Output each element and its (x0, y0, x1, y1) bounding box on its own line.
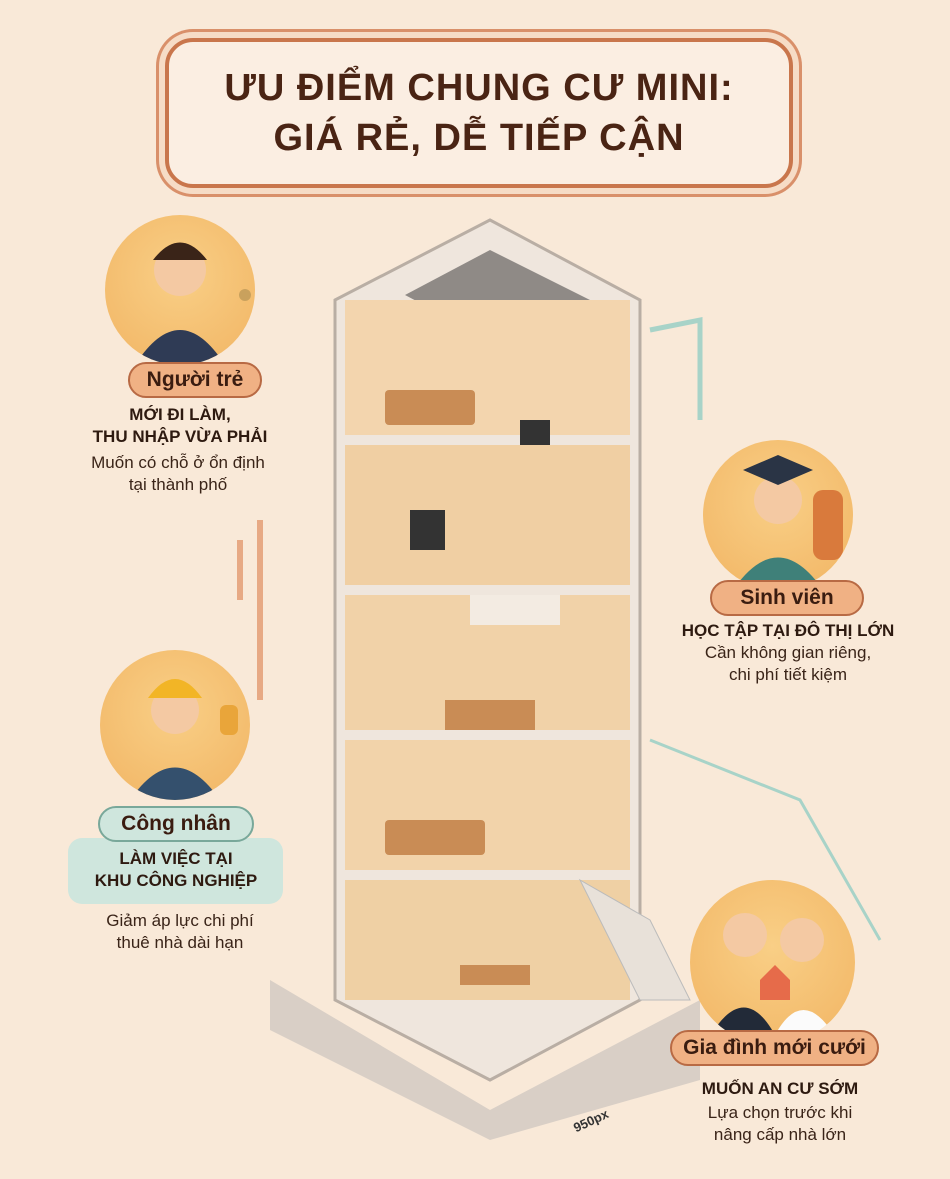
title-plaque: ƯU ĐIỂM CHUNG CƯ MINI: GIÁ RẺ, DỄ TIẾP C… (165, 38, 793, 188)
desc-line: Giảm áp lực chi phí (106, 911, 254, 930)
persona-desc-student: Cần không gian riêng, chi phí tiết kiệm (705, 642, 950, 686)
decor-connector (649, 738, 882, 941)
floors (345, 300, 630, 1000)
building-base (270, 980, 700, 1140)
desc-line: Lựa chọn trước khi (707, 1103, 853, 1122)
persona-label-worker: Công nhân (98, 806, 254, 842)
persona-heading-worker: LÀM VIỆC TẠI KHU CÔNG NGHIỆP (95, 848, 338, 892)
bed-icon (385, 390, 475, 425)
persona-label-student: Sinh viên (710, 580, 864, 616)
staircase-icon (578, 878, 691, 1001)
key-icon (239, 289, 251, 301)
heading-line: KHU CÔNG NGHIỆP (94, 871, 258, 890)
heading-line: LÀM VIỆC TẠI (119, 849, 233, 868)
persona-heading-student: HỌC TẬP TẠI ĐÔ THỊ LỚN (682, 620, 950, 642)
heading-line: MUỐN AN CƯ SỚM (701, 1079, 859, 1098)
persona-heading-couple: MUỐN AN CƯ SỚM (702, 1078, 936, 1100)
desc-line: Cần không gian riêng, (704, 643, 872, 662)
floor-2-living (345, 445, 630, 585)
heading-line: THU NHẬP VỪA PHẢI (92, 427, 268, 446)
tv-icon (410, 510, 445, 550)
sofa-icon (470, 595, 560, 625)
desc-line: Muốn có chỗ ở ổn định (91, 453, 265, 472)
persona-desc-young: Muốn có chỗ ở ổn định tại thành phố (91, 452, 352, 496)
student-avatar (703, 440, 853, 590)
hard-hat-icon (148, 679, 202, 698)
desc-line: nâng cấp nhà lớn (713, 1125, 847, 1144)
persona-desc-couple: Lựa chọn trước khi nâng cấp nhà lớn (708, 1102, 924, 1146)
kitchen-counter-icon (460, 965, 530, 985)
house-icon (760, 965, 790, 1000)
title-line-2: GIÁ RẺ, DỄ TIẾP CẬN (273, 117, 685, 159)
decor-connector (237, 520, 263, 700)
decor-connector (649, 316, 703, 420)
graduation-cap-icon (743, 455, 813, 485)
backpack-icon (813, 490, 843, 560)
newlywed-couple-avatar (690, 880, 855, 1045)
worker-heading-box (68, 838, 283, 904)
young-worker-avatar (105, 215, 255, 365)
desc-line: thuê nhà dài hạn (116, 933, 244, 952)
desc-line: chi phí tiết kiệm (728, 665, 848, 684)
persona-label-couple: Gia đình mới cưới (670, 1030, 879, 1066)
desc-line: tại thành phố (128, 475, 228, 494)
bed-icon (385, 820, 485, 855)
persona-desc-worker: Giảm áp lực chi phí thuê nhà dài hạn (106, 910, 327, 954)
persona-label-young: Người trẻ (128, 362, 262, 398)
factory-worker-avatar (100, 650, 250, 800)
glove-icon (220, 705, 238, 735)
heading-line: MỚI ĐI LÀM, (129, 405, 231, 424)
heading-line: HỌC TẬP TẠI ĐÔ THỊ LỚN (681, 621, 895, 640)
tv-icon (520, 420, 550, 445)
title-line-1: ƯU ĐIỂM CHUNG CƯ MINI: (224, 67, 734, 109)
dining-table-icon (445, 700, 535, 730)
persona-heading-young: MỚI ĐI LÀM, THU NHẬP VỪA PHẢI (93, 404, 355, 448)
